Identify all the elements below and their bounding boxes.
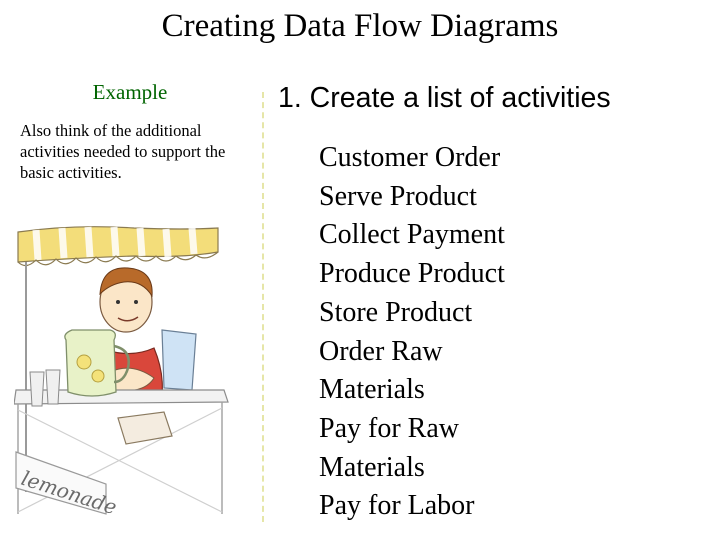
step-heading: 1. Create a list of activities (278, 82, 611, 114)
awning (17, 226, 219, 267)
activity-item: Pay for Labor (319, 490, 475, 522)
pitcher (64, 329, 130, 397)
activity-item: Pay for Raw (319, 412, 459, 444)
activity-item: Materials (319, 374, 425, 406)
activity-item: Serve Product (319, 180, 477, 212)
activity-item: Store Product (319, 296, 473, 328)
activity-list: Customer Order Serve Product Collect Pay… (319, 139, 505, 526)
activity-item: Customer Order (319, 142, 501, 173)
cups (29, 369, 61, 407)
person (87, 267, 163, 395)
activity-item: Collect Payment (319, 219, 505, 251)
slide-title: Creating Data Flow Diagrams (161, 8, 559, 44)
counter-top (14, 389, 229, 405)
supporting-activities-note: Also think of the additional activities … (20, 121, 226, 182)
lemonade-stand-illustration: lemonade (14, 226, 229, 519)
chair (161, 329, 197, 391)
cash-box (117, 411, 173, 445)
example-label: Example (92, 80, 168, 104)
column-divider (262, 92, 264, 522)
lemonade-sign: lemonade (15, 451, 120, 519)
activity-item: Produce Product (319, 258, 505, 290)
activity-item: Order Raw (319, 335, 443, 367)
activity-item: Materials (319, 451, 425, 483)
